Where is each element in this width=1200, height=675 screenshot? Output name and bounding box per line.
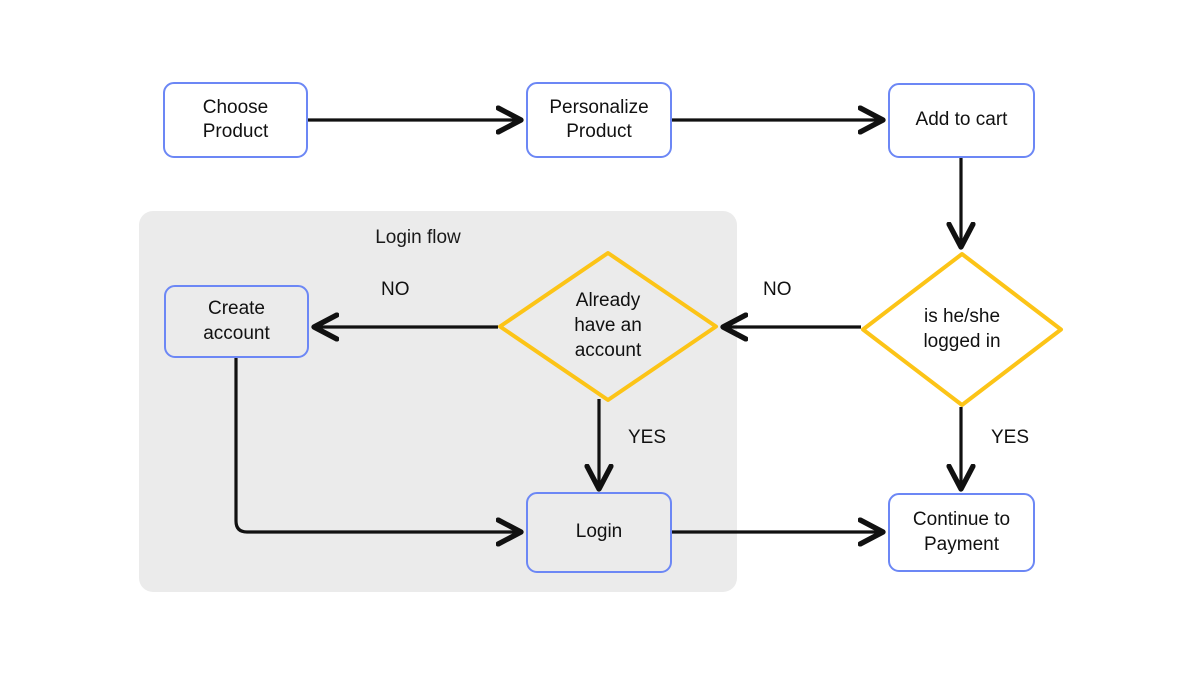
node-personalize-product-label: Personalize Product	[549, 96, 649, 142]
node-create-account-label: Create account	[203, 298, 270, 344]
edge-label-loggedin-no: NO	[763, 279, 792, 300]
node-continue-to-payment[interactable]: Continue to Payment	[888, 493, 1035, 572]
edge-label-already-no: NO	[381, 279, 410, 300]
node-login[interactable]: Login	[526, 492, 672, 573]
node-personalize-product[interactable]: Personalize Product	[526, 82, 672, 158]
node-add-to-cart-label: Add to cart	[915, 109, 1008, 131]
edge-label-loggedin-yes: YES	[991, 427, 1030, 448]
node-add-to-cart[interactable]: Add to cart	[888, 83, 1035, 158]
node-login-label: Login	[575, 521, 623, 543]
node-continue-to-payment-label: Continue to Payment	[912, 509, 1011, 555]
node-choose-product-label: Choose Product	[202, 96, 269, 142]
node-create-account[interactable]: Create account	[164, 285, 309, 358]
node-is-logged-in-label: is he/she logged in	[923, 305, 1001, 352]
node-already-have-account-label: Already have an account	[574, 290, 642, 361]
node-already-have-account[interactable]: Already have an account	[498, 251, 718, 402]
node-is-logged-in[interactable]: is he/she logged in	[861, 252, 1063, 407]
login-flow-group-title: Login flow	[375, 227, 461, 248]
node-choose-product[interactable]: Choose Product	[163, 82, 308, 158]
edge-label-already-yes: YES	[628, 427, 667, 448]
